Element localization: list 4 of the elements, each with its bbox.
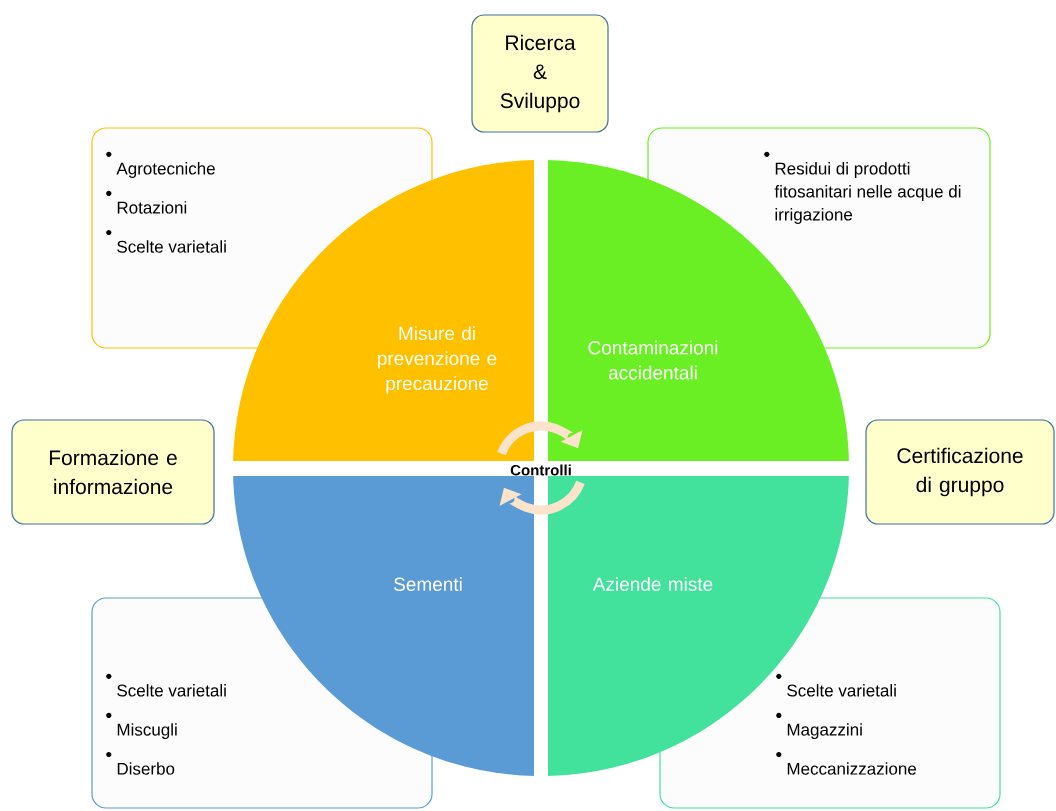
callout-box: Formazione e informazione xyxy=(11,419,215,525)
center-label: Controlli xyxy=(510,464,571,476)
callout-box: Certificazione di gruppo xyxy=(865,419,1055,525)
callout-box: Ricerca & Sviluppo xyxy=(471,14,609,133)
